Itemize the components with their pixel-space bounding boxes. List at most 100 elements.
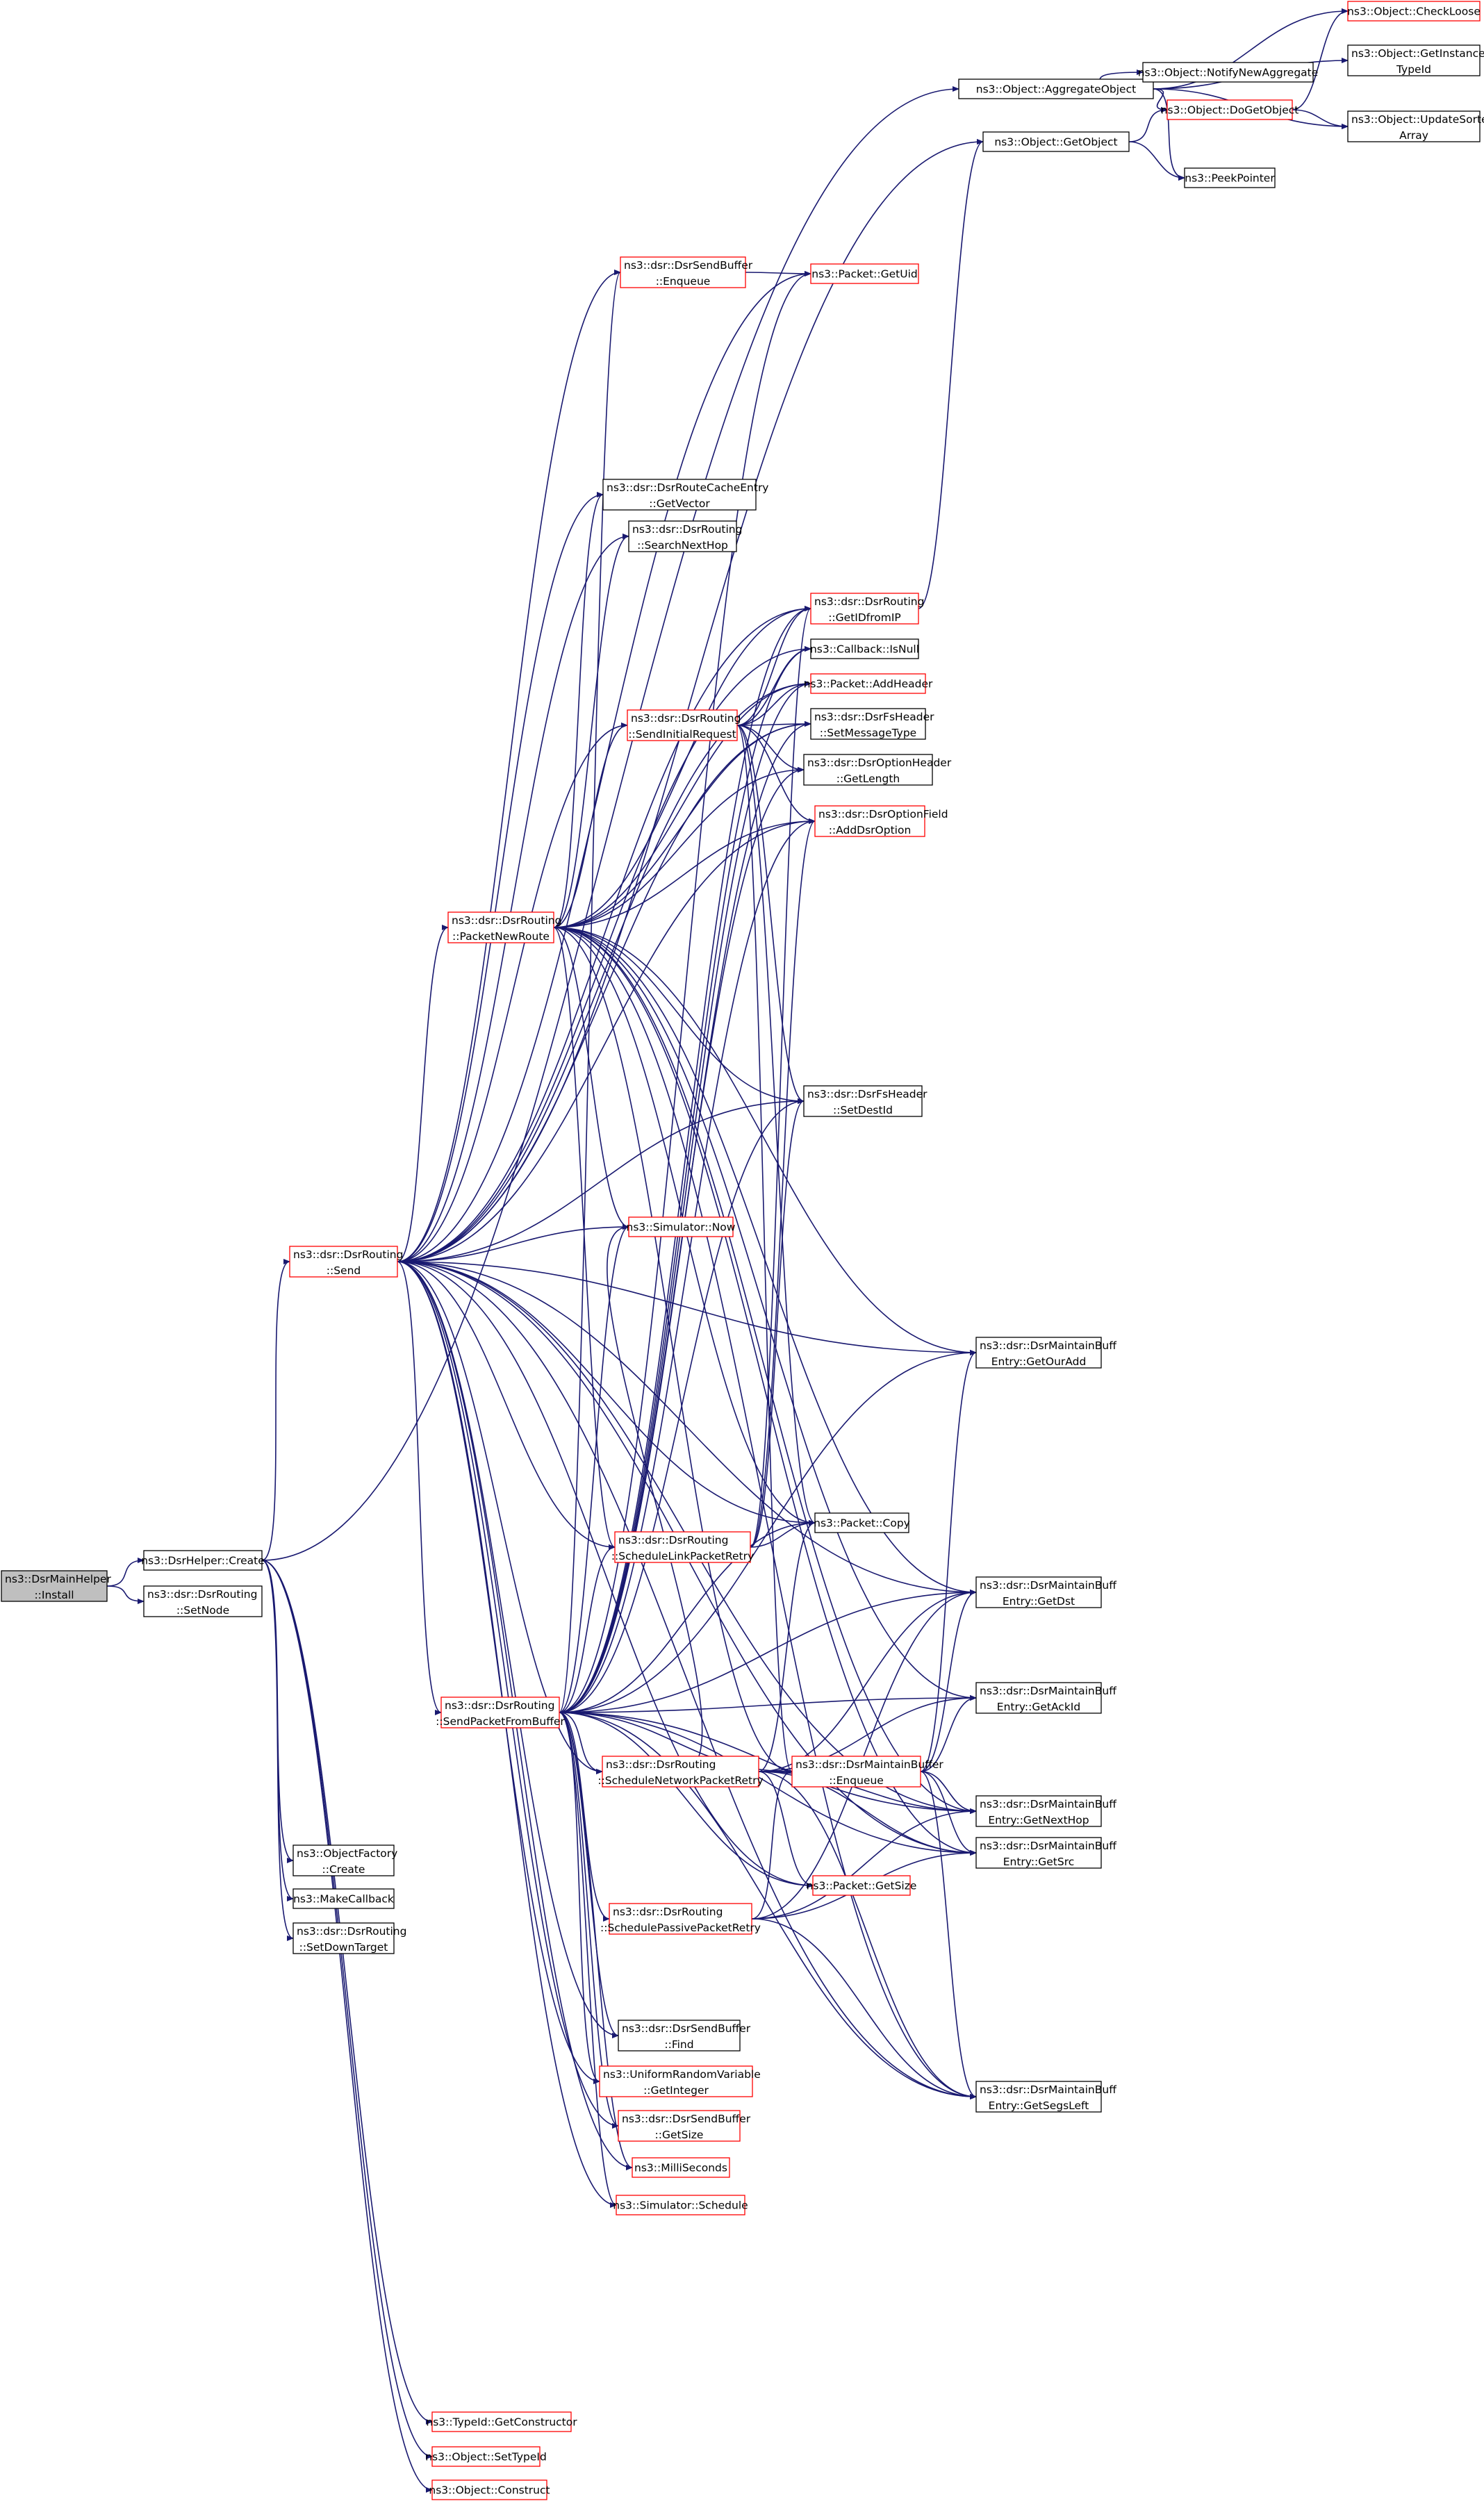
graph-node[interactable]: ns3::dsr::DsrRouting::Send [289,1246,403,1278]
graph-node[interactable]: ns3::Object::AggregateObject [958,79,1154,99]
graph-node[interactable]: ns3::dsr::DsrRouting::PacketNewRoute [447,911,561,943]
graph-node[interactable]: ns3::dsr::DsrMaintainBuffer::Enqueue [791,1756,943,1788]
call-edge [553,927,629,1230]
node-label: ns3::DsrMainHelper [5,1573,111,1585]
graph-node[interactable]: ns3::Callback::IsNull [810,638,919,659]
call-edge [736,725,816,1526]
graph-node[interactable]: ns3::dsr::DsrOptionField::AddDsrOption [814,805,948,837]
graph-node[interactable]: ns3::Object::NotifyNewAggregate [1138,62,1319,83]
graph-node[interactable]: ns3::Packet::GetSize [807,1875,917,1896]
node-label: ::Find [664,2038,693,2051]
graph-node[interactable]: ns3::dsr::DsrRouting::ScheduleNetworkPac… [597,1756,764,1788]
graph-node[interactable]: ns3::ObjectFactory::Create [292,1844,397,1876]
call-edge [397,1261,814,1888]
node-box [602,479,757,511]
graph-node[interactable]: ns3::Object::DoGetObject [1161,99,1299,120]
node-label: ns3::dsr::DsrRouteCacheEntry [607,481,768,494]
graph-node[interactable]: ns3::MilliSeconds [632,2157,730,2178]
graph-node[interactable]: ns3::dsr::DsrMaintainBuffEntry::GetNextH… [975,1795,1116,1827]
node-box [431,2411,572,2432]
graph-node[interactable]: ns3::dsr::DsrRouting::SendPacketFromBuff… [436,1697,565,1728]
call-edge [751,1918,977,2099]
graph-node[interactable]: ns3::dsr::DsrRouting::SetNode [143,1585,263,1617]
call-edge [397,534,629,1262]
call-edge-path [559,1712,619,2129]
graph-node[interactable]: ns3::MakeCallback [292,1888,395,1909]
call-edge [920,1771,977,1814]
call-edge [553,492,604,928]
graph-node[interactable]: ns3::dsr::DsrRouting::SetDownTarget [292,1922,406,1954]
call-edge-path [397,681,811,1262]
node-label: ns3::Packet::Copy [814,1517,910,1530]
node-box [1347,44,1481,76]
node-label: ns3::Callback::IsNull [810,643,919,656]
node-box [975,1837,1102,1869]
graph-node[interactable]: ns3::Packet::GetUid [810,263,919,284]
call-edge [261,1560,294,1941]
call-edge [920,1350,977,1772]
graph-node[interactable]: ns3::dsr::DsrRouting::SendInitialRequest [627,709,741,741]
node-label: ns3::Object::SetTypeId [425,2451,547,2463]
graph-node[interactable]: ns3::dsr::DsrRouting::GetIDfromIP [810,593,924,625]
node-label: ns3::dsr::DsrRouting [814,595,924,608]
graph-node[interactable]: ns3::Simulator::Now [627,1216,736,1237]
graph-node[interactable]: ns3::dsr::DsrSendBuffer::GetSize [618,2110,751,2142]
graph-node[interactable]: ns3::Packet::Copy [814,1512,910,1533]
node-label: ns3::dsr::DsrMaintainBuff [980,1798,1116,1810]
graph-node[interactable]: ns3::Object::Construct [429,2479,550,2500]
graph-node[interactable]: ns3::Object::GetObject [982,131,1130,152]
graph-node[interactable]: ns3::DsrMainHelper::Install [1,1570,111,1602]
call-edge [559,1712,619,2129]
call-edge [920,1590,977,1772]
graph-node[interactable]: ns3::DsrHelper::Create [141,1550,265,1571]
node-box [292,1888,395,1909]
call-edge-path [736,725,816,1526]
node-label: ::AddDsrOption [829,824,912,836]
graph-node[interactable]: ns3::dsr::DsrOptionHeader::GetLength [803,754,952,786]
call-edge-path [758,1771,977,2099]
graph-node[interactable]: ns3::dsr::DsrMaintainBuffEntry::GetOurAd… [975,1337,1116,1369]
node-label: Array [1399,129,1428,142]
call-edge-path [758,1590,977,1772]
graph-node[interactable]: ns3::dsr::DsrRouting::SchedulePassivePac… [600,1903,761,1935]
graph-node[interactable]: ns3::dsr::DsrMaintainBuffEntry::GetSegsL… [975,2081,1116,2113]
call-edge [559,1350,977,1713]
call-edge-path [397,1261,619,2129]
call-edge-path [745,270,811,276]
graph-node[interactable]: ns3::dsr::DsrFsHeader::SetMessageType [810,708,934,740]
graph-node[interactable]: ns3::Simulator::Schedule [613,2195,748,2215]
graph-node[interactable]: ns3::dsr::DsrRouting::ScheduleLinkPacket… [611,1531,754,1563]
graph-node[interactable]: ns3::TypeId::GetConstructor [426,2411,577,2432]
graph-node[interactable]: ns3::Object::SetTypeId [425,2446,547,2467]
node-label: ns3::dsr::DsrMaintainBuff [980,1579,1116,1592]
node-box [618,2020,741,2052]
call-edge [553,927,977,1595]
node-label: ns3::dsr::DsrOptionHeader [807,757,952,769]
call-edge [261,1560,433,2459]
graph-node[interactable]: ns3::dsr::DsrFsHeader::SetDestId [803,1085,928,1117]
graph-node[interactable]: ns3::dsr::DsrRouting::SearchNextHop [628,520,742,552]
node-box [814,1512,909,1533]
node-box [810,673,926,694]
graph-node[interactable]: ns3::PeekPointer [1184,167,1276,188]
graph-node[interactable]: ns3::Packet::AddHeader [804,673,933,694]
node-box [975,1795,1102,1827]
node-label: ::GetIDfromIP [828,611,901,624]
call-edge [751,1769,793,1920]
node-label: ns3::dsr::DsrMaintainBuffer [795,1758,943,1771]
graph-node[interactable]: ns3::dsr::DsrSendBuffer::Enqueue [620,256,753,288]
node-label: ::SetDestId [833,1104,893,1116]
call-edge [920,1771,977,1856]
call-edge-path [553,927,977,1595]
edge-layer [106,8,1349,2493]
node-label: ns3::TypeId::GetConstructor [426,2416,577,2429]
graph-node[interactable]: ns3::dsr::DsrSendBuffer::Find [618,2020,751,2052]
graph-node[interactable]: ns3::Object::CheckLoose [1347,1,1481,22]
graph-node[interactable]: ns3::dsr::DsrRouteCacheEntry::GetVector [602,479,768,511]
graph-node[interactable]: ns3::UniformRandomVariable::GetInteger [599,2065,761,2097]
